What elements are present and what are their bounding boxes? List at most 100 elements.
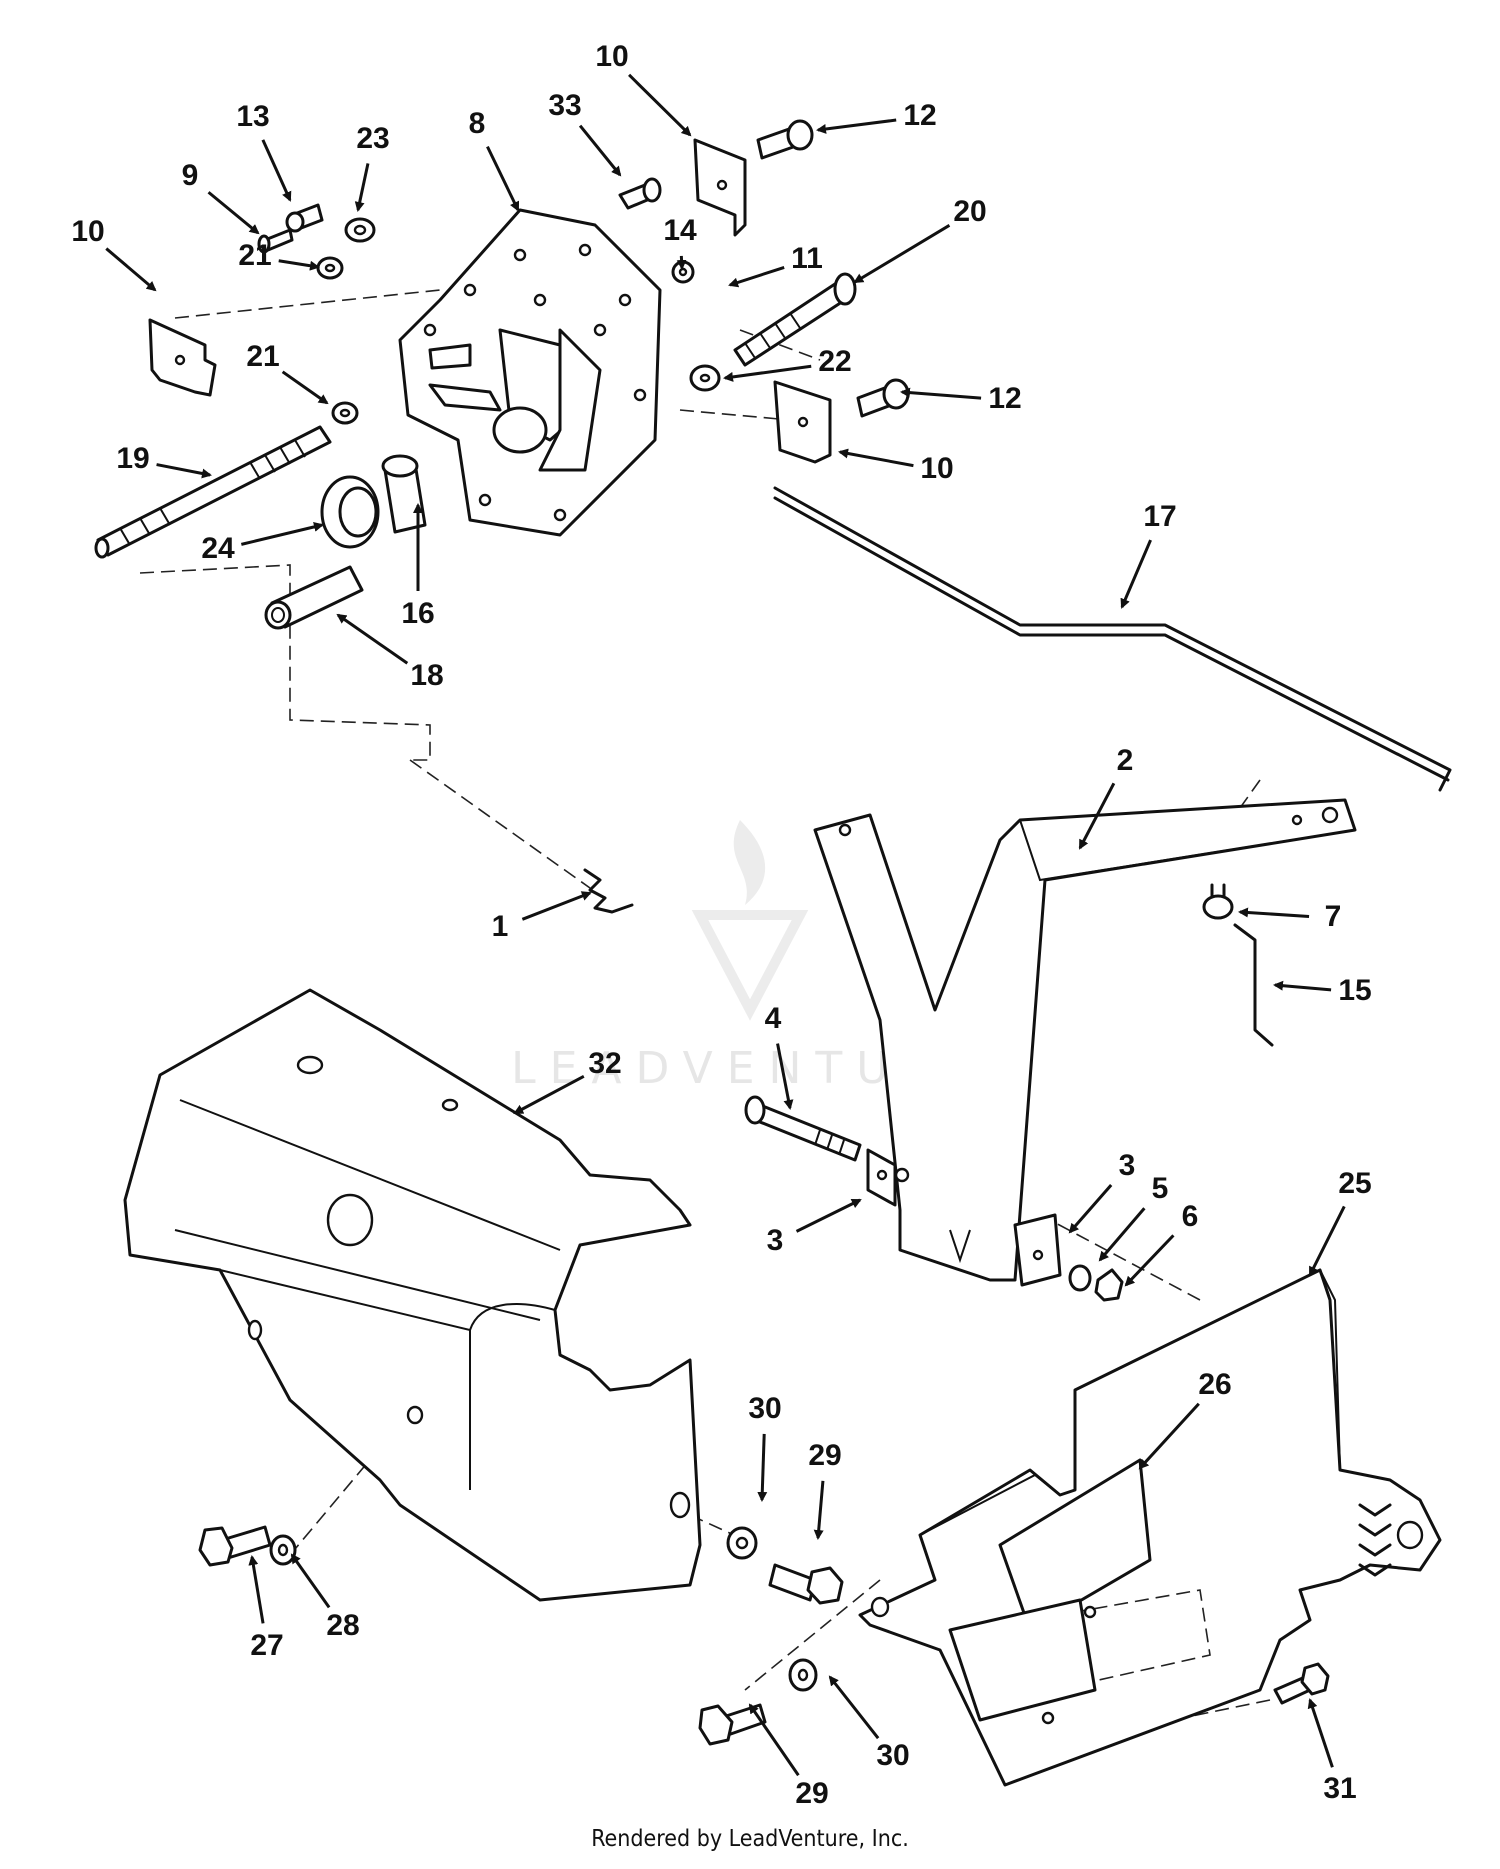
callout-16: 16 [401,503,435,630]
callout-leader-arrow [1307,1698,1334,1768]
callout-label: 32 [588,1047,621,1080]
callout-31: 31 [1307,1698,1357,1805]
callout-4: 4 [765,1002,794,1110]
callout-6: 6 [1124,1200,1198,1287]
callout-33: 33 [548,89,622,177]
callout-24: 24 [201,522,324,565]
callout-leader-arrow [628,73,692,137]
callout-leader-arrow [156,463,212,479]
part-26-label-plate [948,1458,1152,1725]
callout-leader-arrow [853,224,951,284]
callout-leader-arrow [105,247,157,292]
part-8-mounting-plate [398,208,662,537]
callout-leader-arrow [1238,907,1310,918]
part-1-spring [583,868,634,914]
callout-label: 10 [595,40,628,73]
callout-leader-arrow [290,1553,331,1609]
callout-label: 27 [250,1629,283,1662]
part-32-shroud [123,988,702,1602]
callout-leader-arrow [513,1074,585,1115]
callout-leader-arrow [261,139,292,202]
callout-label: 21 [238,239,271,272]
callout-9: 9 [182,159,260,235]
part-28-washer [269,1534,297,1566]
callout-label: 3 [767,1224,784,1257]
callout-leader-arrow [248,1555,265,1624]
callout-label: 22 [818,345,851,378]
callout-29: 29 [748,1703,829,1810]
callout-leader-arrow [676,255,687,270]
callout-leader-arrow [776,1043,794,1110]
callout-leader-arrow [278,259,320,271]
callout-label: 23 [356,122,389,155]
callout-leader-arrow [486,145,520,212]
callout-label: 14 [663,214,697,247]
callout-18: 18 [336,613,444,692]
callout-7: 7 [1238,900,1342,933]
callout-leader-arrow [728,265,785,288]
callout-label: 4 [765,1002,782,1035]
callout-leader-arrow [1098,1207,1146,1262]
callout-label: 12 [988,382,1021,415]
callout-32: 32 [513,1047,622,1115]
callout-label: 33 [548,89,581,122]
part-27-bolt [198,1525,272,1567]
callout-leader-arrow [521,891,592,921]
callout-2: 2 [1078,744,1133,850]
part-4-bolt [744,1095,862,1162]
callout-21: 21 [238,239,320,272]
part-17-rod [773,486,1452,792]
callout-leader-arrow [748,1703,800,1777]
part-16-bushing [381,454,427,534]
callout-leader-arrow [1120,539,1152,609]
callout-3: 3 [1068,1149,1135,1234]
callout-30: 30 [748,1392,782,1502]
callout-label: 7 [1325,900,1342,933]
callout-leader-arrow [757,1433,768,1502]
callout-leader-arrow [838,448,914,468]
callout-10: 10 [838,448,954,485]
callout-label: 8 [469,107,486,140]
part-6-nut [1094,1268,1124,1302]
part-18-spacer-tube [264,565,364,630]
callout-30: 30 [828,1675,910,1772]
callout-27: 27 [248,1555,284,1662]
callout-leader-arrow [207,191,260,235]
callout-leader-arrow [1138,1402,1200,1470]
callout-23: 23 [354,122,390,212]
callout-label: 9 [182,159,199,192]
part-24-bearing [320,475,380,549]
callout-25: 25 [1308,1167,1372,1277]
callout-10: 10 [595,40,692,137]
callout-label: 24 [201,532,235,565]
callout-leader-arrow [1078,782,1116,850]
callout-label: 11 [791,242,823,275]
callout-29: 29 [808,1439,842,1540]
callout-label: 28 [326,1609,359,1642]
callout-11: 11 [728,242,823,288]
callout-leader-arrow [723,364,812,382]
callout-leader-arrow [1124,1234,1175,1287]
part-10-brackets [148,119,910,464]
part-5-washer [1068,1264,1092,1292]
callout-label: 18 [410,659,443,692]
callout-label: 21 [246,340,279,373]
callout-label: 30 [876,1739,909,1772]
callout-21: 21 [246,340,329,405]
callout-26: 26 [1138,1368,1232,1470]
callout-label: 13 [236,100,269,133]
callout-label: 29 [795,1777,828,1810]
callout-leader-arrow [813,1480,825,1540]
callout-label: 5 [1152,1172,1169,1205]
callout-leader-arrow [1068,1184,1113,1234]
callout-leader-arrow [828,1675,880,1740]
callout-12: 12 [816,99,937,134]
callout-label: 26 [1198,1368,1231,1401]
footer-credit: Rendered by LeadVenture, Inc. [591,1826,909,1852]
callout-leader-arrow [900,387,982,400]
callout-12: 12 [900,382,1022,415]
part-31-screw [1273,1662,1330,1705]
callout-3: 3 [767,1198,862,1257]
part-15-link-rod [1233,923,1274,1047]
